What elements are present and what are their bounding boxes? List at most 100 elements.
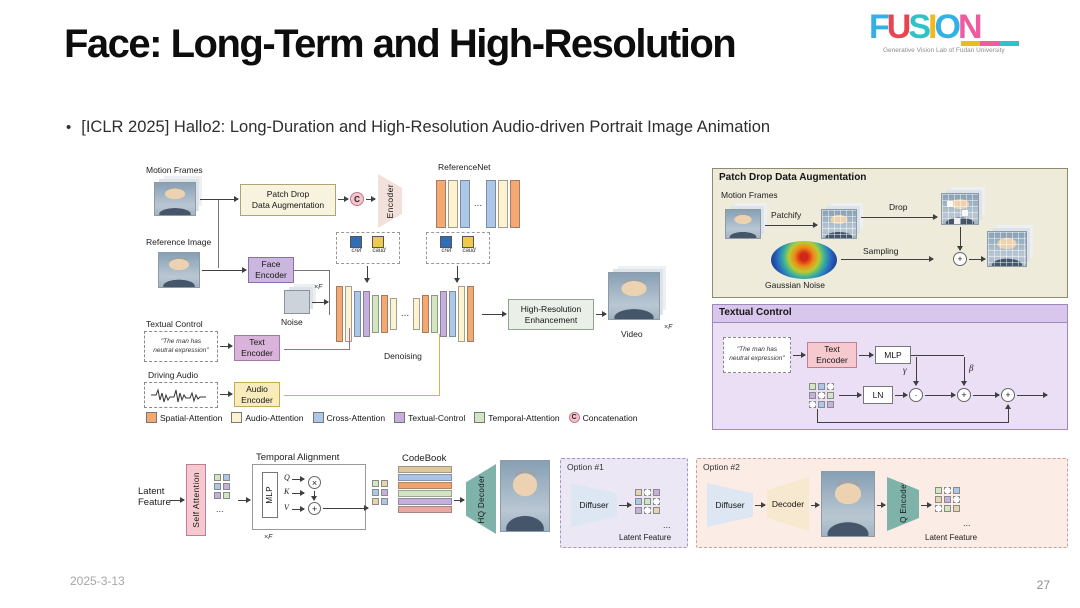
flow-arrow	[202, 267, 247, 273]
flow-arrow	[877, 502, 886, 508]
latent-token	[223, 492, 230, 499]
latent-token	[944, 496, 951, 503]
ellipsis: ...	[963, 518, 971, 528]
add-node: +	[953, 252, 967, 266]
latent-token	[653, 507, 660, 514]
flow-arrow	[921, 502, 932, 508]
flow-arrow	[973, 392, 1000, 398]
latent-token	[944, 487, 951, 494]
token-grid	[214, 474, 230, 499]
text-prompt-box: "The man has neutral expression"	[723, 337, 791, 373]
flow-arrow	[238, 497, 251, 503]
token-grid	[809, 383, 834, 408]
concat-symbol: C	[568, 412, 580, 423]
hq-output-portrait	[500, 460, 550, 532]
textual-panel-header: Textual Control	[713, 305, 1067, 323]
bullet-text: [ICLR 2025] Hallo2: Long-Duration and Hi…	[81, 118, 771, 136]
latent-token	[214, 492, 221, 499]
logo-letter: F	[869, 8, 890, 46]
temporal-alignment-label: Temporal Alignment	[256, 452, 340, 463]
flow-arrow	[765, 222, 818, 228]
driving-audio-label: Driving Audio	[148, 370, 199, 380]
attention-bar	[435, 180, 446, 228]
sampling-label: Sampling	[863, 246, 899, 256]
flow-arrow	[338, 196, 349, 202]
latent-token	[635, 489, 642, 496]
latent-token	[214, 474, 221, 481]
attention-bar	[449, 291, 457, 337]
flow-arrow	[292, 476, 305, 482]
latent-token	[935, 487, 942, 494]
denoising-unet: ...	[330, 282, 480, 346]
attention-bar	[422, 295, 430, 333]
condition-box: cref caud	[336, 232, 400, 264]
gaussian-noise-label: Gaussian Noise	[765, 280, 826, 290]
cond-ref-swatch	[440, 236, 453, 248]
flow-arrow	[170, 497, 185, 503]
flow-arrow	[839, 392, 862, 398]
bullet-item: • [ICLR 2025] Hallo2: Long-Duration and …	[66, 118, 770, 138]
add-node: +	[957, 388, 971, 402]
audio-routing-line	[284, 334, 440, 396]
audio-encoder-box: Audio Encoder	[234, 382, 280, 407]
hq-decoder-trapezoid: HQ Decoder	[466, 464, 496, 534]
diffuser-label: Diffuser	[579, 500, 609, 510]
lq-encoder-label: LQ Encoder	[898, 480, 908, 528]
codebook-row	[398, 466, 452, 473]
legend-label: Concatenation	[582, 412, 638, 423]
flow-arrow	[793, 352, 806, 358]
flow-arrow	[312, 299, 329, 305]
audio-waveform-icon	[151, 388, 206, 403]
flow-arrow	[366, 196, 376, 202]
drop-label: Drop	[889, 202, 908, 212]
decoder-label: Decoder	[771, 499, 805, 509]
denoising-label: Denoising	[384, 351, 422, 361]
latent-token	[653, 498, 660, 505]
legend-item: Textual-Control	[394, 412, 465, 423]
latent-token	[381, 480, 388, 487]
temporal-alignment-box	[252, 464, 366, 530]
k-label: K	[284, 487, 290, 496]
attention-bar	[510, 180, 521, 228]
legend-item: Spatial-Attention	[146, 412, 222, 423]
latent-token	[809, 383, 816, 390]
gamma-symbol: γ	[903, 365, 907, 375]
cond-ref-label: cref	[441, 248, 452, 254]
add-node: +	[1001, 388, 1015, 402]
residual-line	[817, 409, 1008, 423]
latent-token	[935, 496, 942, 503]
latent-token	[944, 505, 951, 512]
latent-feature-label: Latent Feature	[138, 486, 171, 508]
decoder-trapezoid: Decoder	[767, 477, 809, 531]
flow-arrow	[895, 392, 908, 398]
lq-encoder-trapezoid: LQ Encoder	[887, 477, 919, 531]
logo-color-bar	[961, 41, 1019, 46]
mlp-box: MLP	[875, 346, 911, 364]
latent-token	[644, 489, 651, 496]
latent-token	[381, 489, 388, 496]
latent-token	[935, 505, 942, 512]
flow-arrow	[859, 352, 874, 358]
motion-frames-label: Motion Frames	[146, 165, 203, 175]
latent-token	[818, 383, 825, 390]
hr-enhancement-box: High-Resolution Enhancement	[508, 299, 594, 330]
flow-arrow	[811, 502, 820, 508]
latent-token	[653, 489, 660, 496]
legend-label: Textual-Control	[408, 412, 466, 423]
dropped-patches-thumbnail	[941, 193, 979, 225]
codebook-stack	[398, 466, 452, 513]
attention-bar	[459, 180, 470, 228]
flow-arrow	[841, 256, 934, 262]
motion-frames-label: Motion Frames	[721, 190, 778, 200]
patch-drop-box: Patch Drop Data Augmentation	[240, 184, 336, 216]
v-label: V	[284, 503, 289, 512]
diffuser-label: Diffuser	[715, 500, 745, 510]
codebook-row	[398, 474, 452, 481]
legend-swatch	[394, 412, 406, 423]
flow-arrow-down	[961, 357, 967, 386]
attention-bar	[431, 295, 439, 333]
codebook-row	[398, 506, 452, 513]
flow-arrow	[323, 505, 369, 511]
latent-token	[953, 505, 960, 512]
